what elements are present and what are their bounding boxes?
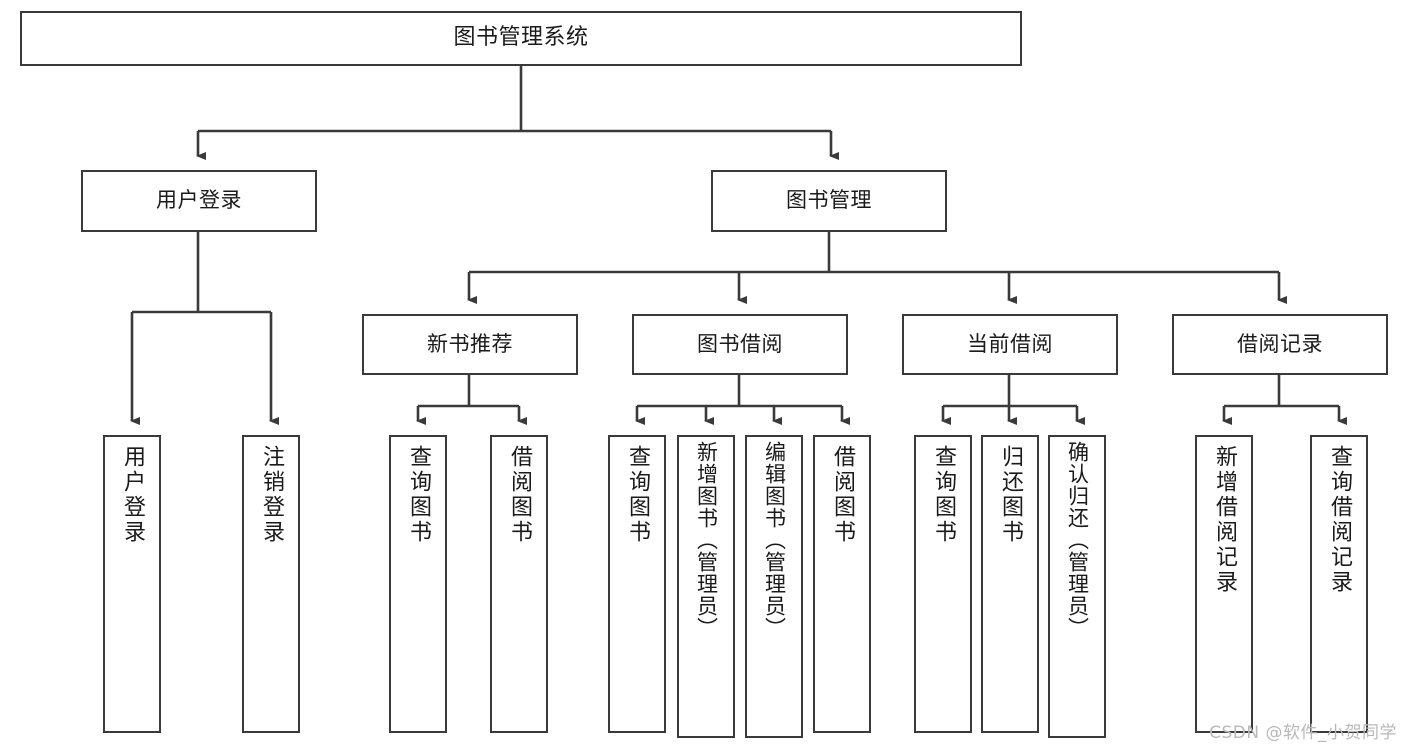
node-leaf-borrow-book-2[interactable]: 借阅图书	[813, 435, 871, 733]
node-root[interactable]: 图书管理系统	[20, 11, 1022, 66]
node-leaf-logout[interactable]: 注销登录	[242, 435, 300, 733]
node-leaf-return-book[interactable]: 归还图书	[981, 435, 1039, 733]
node-book-manage-label: 图书管理	[786, 188, 872, 213]
node-leaf-add-book-label: 新增图书（管理员）	[694, 441, 719, 639]
node-new-book-recommend[interactable]: 新书推荐	[362, 314, 578, 375]
node-leaf-query-book-3-label: 查询图书	[931, 445, 956, 545]
node-leaf-query-record[interactable]: 查询借阅记录	[1310, 435, 1368, 733]
node-book-manage[interactable]: 图书管理	[711, 170, 947, 232]
node-leaf-confirm-return-label: 确认归还（管理员）	[1065, 441, 1090, 639]
node-leaf-query-record-label: 查询借阅记录	[1327, 445, 1352, 595]
node-new-book-recommend-label: 新书推荐	[427, 331, 513, 356]
node-leaf-borrow-book-1-label: 借阅图书	[507, 445, 532, 545]
node-leaf-borrow-book-1[interactable]: 借阅图书	[490, 435, 548, 733]
node-leaf-borrow-book-2-label: 借阅图书	[830, 445, 855, 545]
csdn-watermark: CSDN @软件_小贺同学	[1209, 723, 1397, 743]
node-leaf-confirm-return[interactable]: 确认归还（管理员）	[1048, 435, 1106, 738]
node-leaf-edit-book-label: 编辑图书（管理员）	[762, 441, 787, 639]
node-borrow-record[interactable]: 借阅记录	[1172, 314, 1388, 375]
node-leaf-query-book-1-label: 查询图书	[406, 445, 431, 545]
node-leaf-edit-book[interactable]: 编辑图书（管理员）	[745, 435, 803, 738]
node-leaf-query-book-2[interactable]: 查询图书	[608, 435, 666, 733]
node-user-login[interactable]: 用户登录	[81, 170, 317, 232]
node-leaf-query-book-1[interactable]: 查询图书	[389, 435, 447, 733]
node-leaf-user-login-label: 用户登录	[120, 445, 145, 545]
node-leaf-query-book-3[interactable]: 查询图书	[914, 435, 972, 733]
node-leaf-add-record[interactable]: 新增借阅记录	[1195, 435, 1253, 733]
node-leaf-add-book[interactable]: 新增图书（管理员）	[677, 435, 735, 738]
node-leaf-add-record-label: 新增借阅记录	[1212, 445, 1237, 595]
node-leaf-return-book-label: 归还图书	[998, 445, 1023, 545]
node-book-borrow[interactable]: 图书借阅	[632, 314, 848, 375]
node-root-label: 图书管理系统	[453, 25, 589, 51]
node-current-borrow-label: 当前借阅	[967, 331, 1053, 356]
node-borrow-record-label: 借阅记录	[1237, 331, 1323, 356]
node-book-borrow-label: 图书借阅	[697, 331, 783, 356]
node-user-login-label: 用户登录	[156, 188, 242, 213]
node-leaf-logout-label: 注销登录	[259, 445, 284, 545]
node-leaf-user-login[interactable]: 用户登录	[103, 435, 161, 733]
node-current-borrow[interactable]: 当前借阅	[902, 314, 1118, 375]
node-leaf-query-book-2-label: 查询图书	[625, 445, 650, 545]
